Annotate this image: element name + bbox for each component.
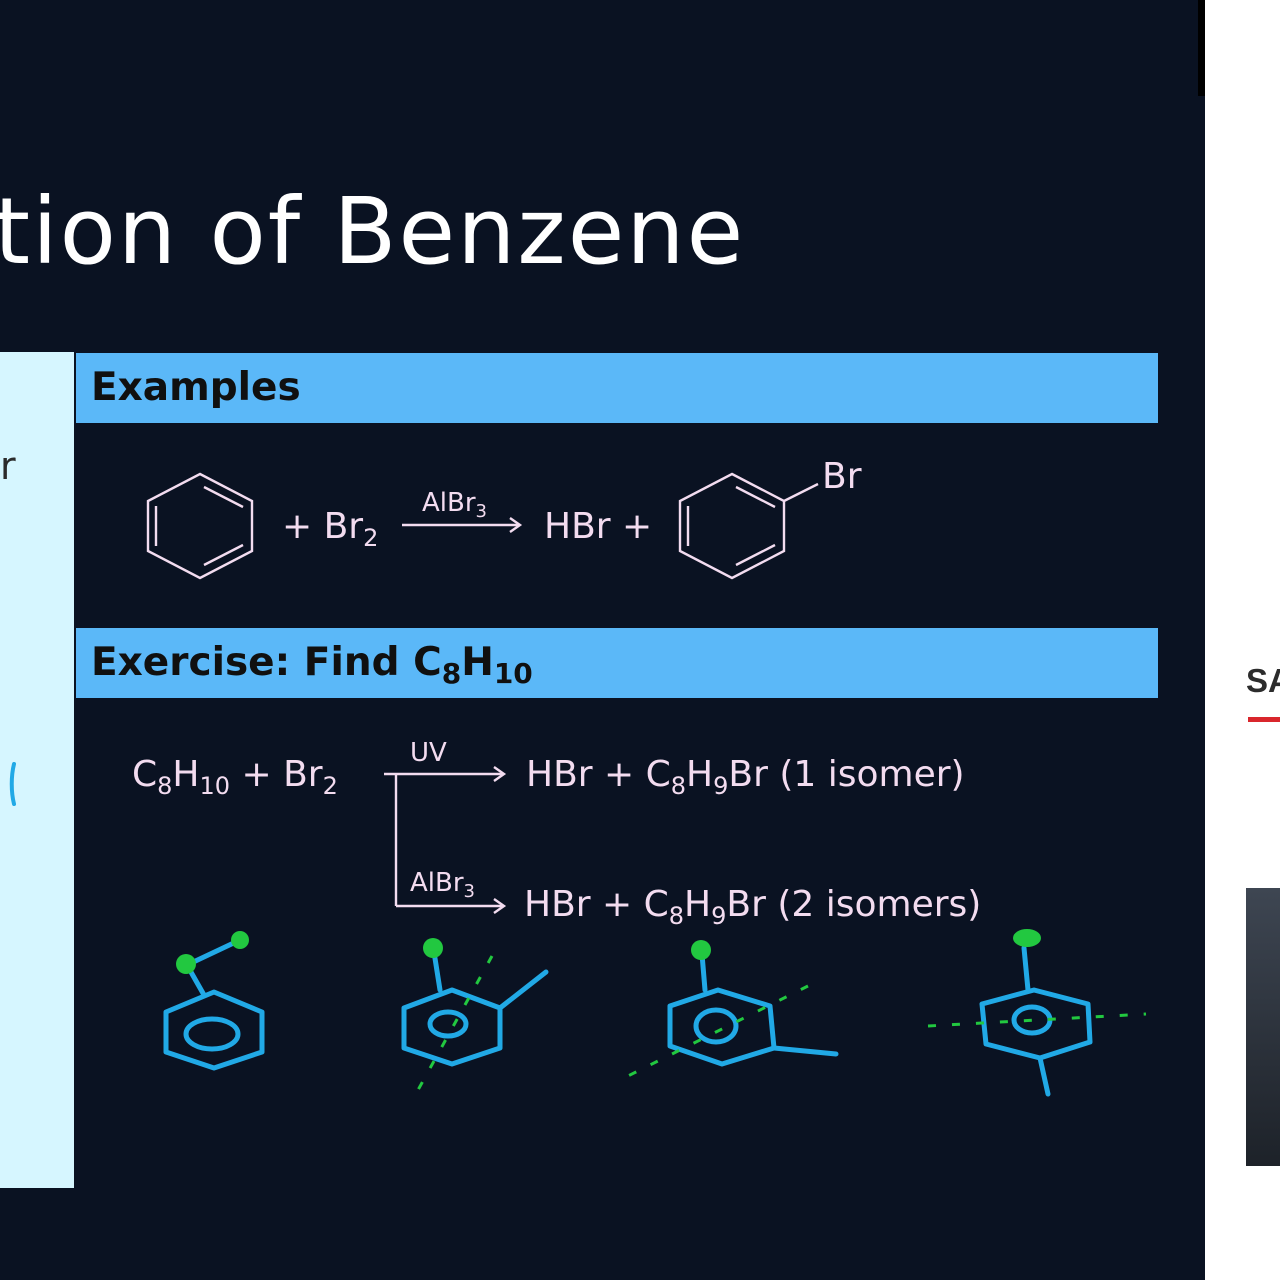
brand-logo-text: SA <box>1246 662 1280 699</box>
pen-mark-icon <box>9 762 16 806</box>
ethylbenzene-sketch-icon <box>163 931 265 1071</box>
bromobenzene-ring-icon <box>678 472 819 580</box>
examples-header: Examples <box>76 353 1158 423</box>
albr3-product-text: HBr + C8H9Br (2 isomers) <box>524 884 982 930</box>
exercise-reactants: C8H10 + Br2 <box>132 754 338 800</box>
presentation-slide: tion of Benzene r Examples <box>0 0 1205 1280</box>
product-hbr-text: HBr + <box>544 506 653 547</box>
slide-title: tion of Benzene <box>0 178 746 285</box>
handdrawn-isomers <box>163 929 1147 1097</box>
slide-top-edge-bar <box>1198 0 1205 96</box>
brand-underline <box>1248 717 1280 722</box>
branch-arrows <box>384 766 507 914</box>
para-xylene-sketch-icon <box>927 929 1147 1097</box>
examples-structures <box>146 472 819 580</box>
exercise-header: Exercise: Find C8H10 <box>76 628 1158 698</box>
ortho-xylene-sketch-icon <box>401 938 549 1091</box>
left-panel: r <box>0 352 74 1188</box>
plus-br2-text: + Br2 <box>282 506 379 552</box>
uv-label: UV <box>410 738 447 768</box>
meta-xylene-sketch-icon <box>619 940 839 1082</box>
presenter-video-thumbnail[interactable] <box>1246 888 1280 1166</box>
left-panel-text: r <box>0 444 16 488</box>
uv-product-text: HBr + C8H9Br (1 isomer) <box>526 754 965 800</box>
albr3-label: AlBr3 <box>410 868 475 902</box>
catalyst-label: AlBr3 <box>422 488 487 522</box>
reaction-arrow-icon <box>402 517 523 533</box>
benzene-ring-icon <box>146 472 254 580</box>
br-substituent-label: Br <box>822 456 862 497</box>
examples-header-text: Examples <box>91 365 301 410</box>
